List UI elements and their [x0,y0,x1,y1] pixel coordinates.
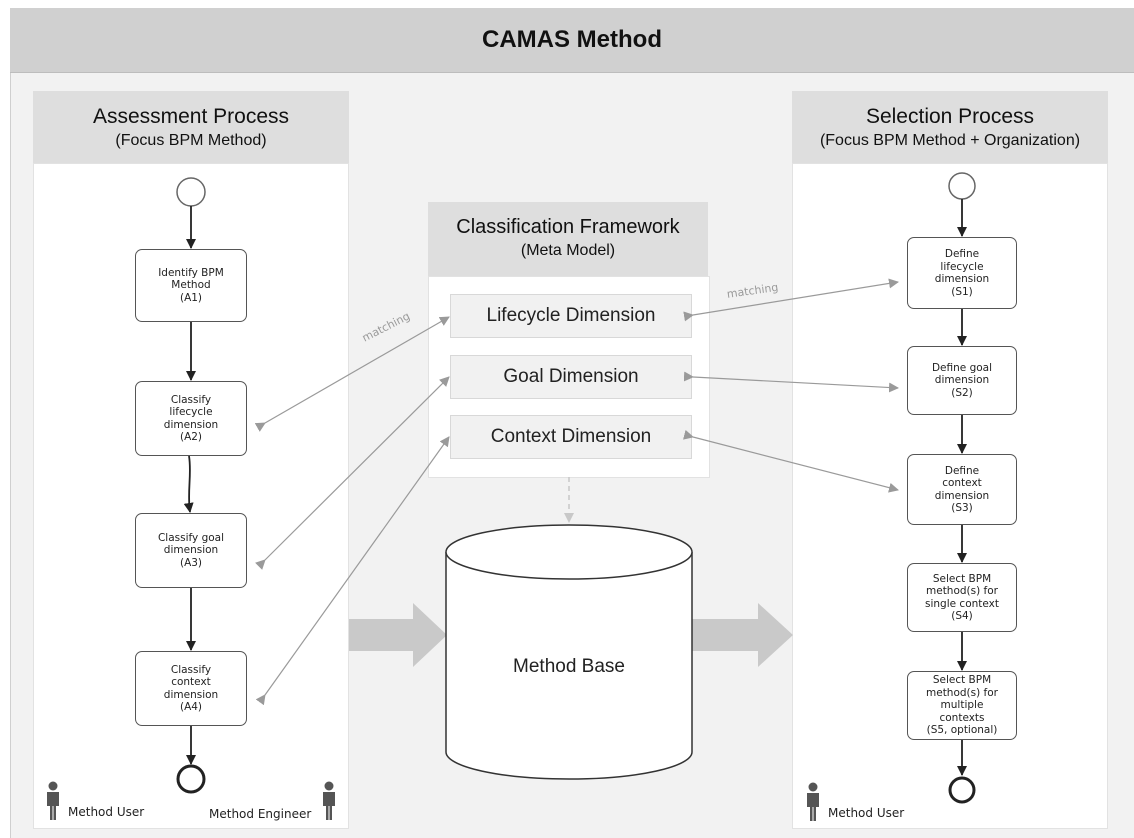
task-s4-line: single context [925,597,999,610]
selection-end-event [948,776,976,804]
selection-lane-header: Selection Process (Focus BPM Method + Or… [792,91,1108,163]
task-s3-line: Define [944,464,980,477]
task-a4-line: (A4) [179,701,203,713]
task-s2-line: Define goal [931,361,993,374]
task-s2: Define goal dimension (S2) [907,346,1017,415]
flow-arrow-left [349,603,447,667]
task-s4-line: method(s) for [926,585,998,597]
task-a3: Classify goal dimension (A3) [135,513,247,588]
selection-subtitle: (Focus BPM Method + Organization) [819,132,1081,149]
task-a4-line: Classify [170,663,212,676]
task-a3-line: Classify goal [157,531,225,544]
task-a4-line: context [171,676,211,688]
method-base-cylinder [445,524,693,780]
assessment-lane-header: Assessment Process (Focus BPM Method) [33,91,349,163]
task-s4-line: (S4) [951,610,973,622]
task-s5-line: Select BPM [932,674,992,687]
task-s5-line: contexts [939,711,985,724]
selection-title: Selection Process [865,105,1035,128]
task-s3-line: dimension [934,489,990,502]
task-s3-line: context [942,477,982,489]
framework-title: Classification Framework [456,216,680,238]
assessment-title: Assessment Process [92,105,290,128]
task-s1-line: lifecycle [940,260,984,273]
task-s5-line: multiple [940,699,984,712]
task-s1-line: Define [944,248,980,260]
assessment-end-event [176,764,206,794]
task-s1-line: dimension [934,273,990,285]
task-a3-line: (A3) [179,556,203,569]
method-user-person-icon [47,781,59,820]
matching-connector-a4-context [255,436,450,706]
lifecycle-dimension: Lifecycle Dimension [450,294,692,338]
task-a1-line: (A1) [179,291,203,304]
selection-role-method-user: Method User [828,806,905,820]
task-s5-line: (S5, optional) [926,724,998,737]
matching-connector-a3-goal [255,376,450,570]
matching-connector-s3-context [683,429,899,493]
context-dimension: Context Dimension [450,415,692,459]
task-s2-line: (S2) [951,386,973,399]
task-a1-line: Identify BPM [158,266,224,279]
task-s1-line: (S1) [951,285,973,298]
matching-connector-s1-lifecycle [683,278,899,322]
task-s4: Select BPM method(s) for single context … [907,563,1017,632]
matching-connector-s2-goal [683,371,899,393]
flow-arrow-right [690,603,793,667]
task-s1: Define lifecycle dimension (S1) [907,237,1017,309]
task-a2-line: lifecycle [169,406,213,418]
task-a4-line: dimension [163,688,219,701]
task-s5: Select BPM method(s) for multiple contex… [907,671,1017,740]
task-a2-line: dimension [163,418,219,431]
assessment-role-method-user: Method User [68,805,145,819]
goal-dimension: Goal Dimension [450,355,692,399]
assessment-subtitle: (Focus BPM Method) [115,132,267,149]
task-s3: Define context dimension (S3) [907,454,1017,525]
assessment-role-method-engineer: Method Engineer [209,807,312,821]
task-a2-line: (A2) [179,431,203,443]
task-a4: Classify context dimension (A4) [135,651,247,726]
task-a1: Identify BPM Method (A1) [135,249,247,322]
framework-subtitle: (Meta Model) [520,242,616,259]
task-a3-line: dimension [163,544,219,557]
selection-method-user-person-icon [807,782,819,821]
task-s3-line: (S3) [951,502,973,514]
task-a2: Classify lifecycle dimension (A2) [135,381,247,456]
matching-connector-a2-lifecycle [254,316,450,432]
assessment-start-event [176,177,206,207]
task-s4-line: Select BPM [932,572,992,585]
diagram-title: CAMAS Method [10,8,1134,73]
framework-header: Classification Framework (Meta Model) [428,202,708,276]
selection-start-event [948,172,976,200]
task-s5-line: method(s) for [926,686,998,699]
method-engineer-person-icon [323,781,335,820]
task-a1-line: Method [171,279,211,292]
task-a2-line: Classify [170,393,212,406]
method-base-label: Method Base [513,656,625,677]
task-s2-line: dimension [934,374,990,387]
